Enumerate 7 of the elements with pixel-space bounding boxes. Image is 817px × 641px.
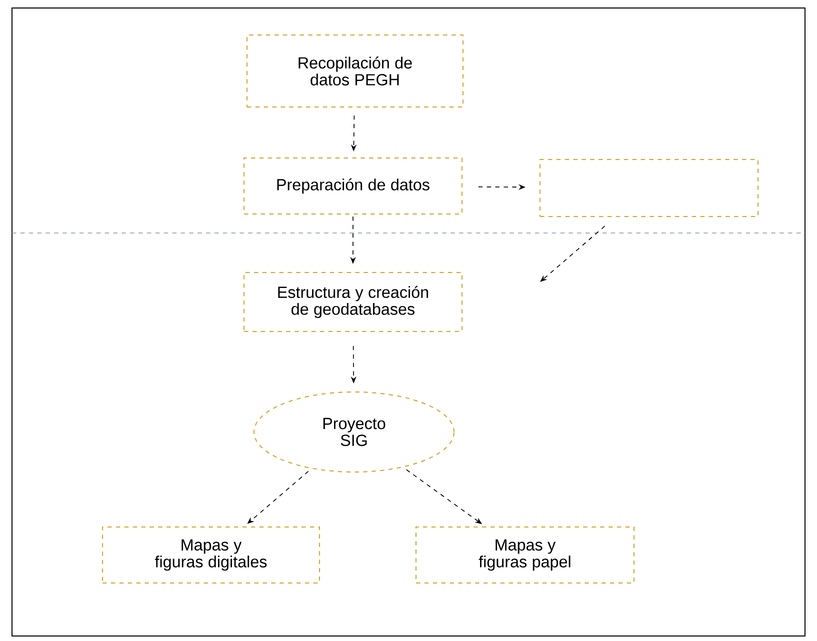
process-box: Estructura y creación de geodatabases: [244, 272, 462, 332]
process-box: Preparación de datos: [244, 158, 462, 214]
process-box: [540, 159, 758, 217]
process-box: Mapas y figuras papel: [416, 526, 634, 584]
process-box: Mapas y figuras digitales: [102, 526, 320, 584]
process-box: Recopilación de datos PEGH: [246, 34, 464, 108]
arrow: [540, 226, 606, 282]
